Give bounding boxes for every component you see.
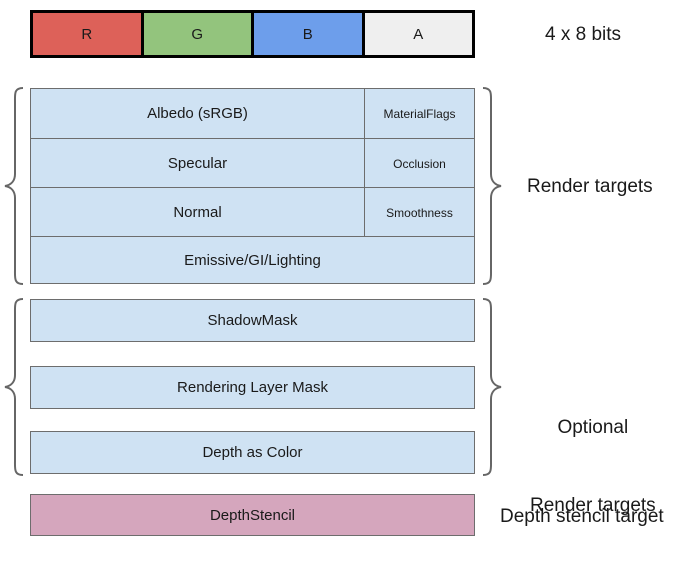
render-target-main-cell: Albedo (sRGB) [31,89,364,138]
channel-cell-a: A [364,13,472,55]
render-target-alpha-cell: Occlusion [364,139,474,188]
render-target-alpha-cell: MaterialFlags [364,89,474,138]
optional-render-target-box: Depth as Color [30,431,475,474]
right-brace-optional-render-targets [479,297,503,477]
render-target-row: Specular Occlusion [31,138,474,188]
optional-render-target-box: Rendering Layer Mask [30,366,475,409]
right-brace-render-targets [479,86,503,286]
render-targets-table: Albedo (sRGB) MaterialFlags Specular Occ… [30,88,475,284]
depth-stencil-group-label: Depth stencil target [500,506,664,527]
render-target-row: Normal Smoothness [31,187,474,237]
channel-cell-g: G [143,13,254,55]
optional-group-label-line1: Optional [557,417,629,438]
render-target-main-cell: Specular [31,139,364,188]
depth-stencil-label: DepthStencil [209,506,296,524]
optional-render-targets-group-label: Optional Render targets [530,363,656,571]
render-targets-group-label: Render targets [527,176,653,197]
diagram-canvas: R G B A 4 x 8 bits Albedo (sRGB) Materia… [3,10,664,536]
channel-cell-r: R [33,13,144,55]
bits-annotation: 4 x 8 bits [545,24,622,45]
render-target-row: Albedo (sRGB) MaterialFlags [31,89,474,138]
render-target-row: Emissive/GI/Lighting [31,236,474,284]
channel-label-r: R [81,25,93,43]
render-target-alpha-label: MaterialFlags [383,106,456,121]
channel-label-b: B [302,25,313,43]
render-target-main-cell: Emissive/GI/Lighting [31,237,474,284]
left-brace-render-targets [3,86,27,286]
left-brace-optional-render-targets [3,297,27,477]
optional-group-label-line2: Render targets [530,495,656,516]
rgba-channel-bar: R G B A [30,10,475,58]
optional-render-target-label: Depth as Color [202,444,303,461]
render-target-main-label: Normal [173,204,222,221]
render-target-main-cell: Normal [31,188,364,237]
render-target-alpha-cell: Smoothness [364,188,474,237]
channel-label-a: A [413,25,424,43]
render-target-main-label: Albedo (sRGB) [147,105,248,122]
optional-render-target-box: ShadowMask [30,299,475,342]
render-target-alpha-label: Occlusion [393,156,446,171]
render-target-alpha-label: Smoothness [386,205,453,220]
optional-render-target-label: Rendering Layer Mask [177,379,328,396]
render-target-main-label: Emissive/GI/Lighting [184,252,321,269]
channel-label-g: G [191,25,204,43]
optional-render-target-label: ShadowMask [207,312,298,329]
depth-stencil-box: DepthStencil [30,494,475,536]
render-target-main-label: Specular [167,155,228,172]
channel-cell-b: B [254,13,365,55]
